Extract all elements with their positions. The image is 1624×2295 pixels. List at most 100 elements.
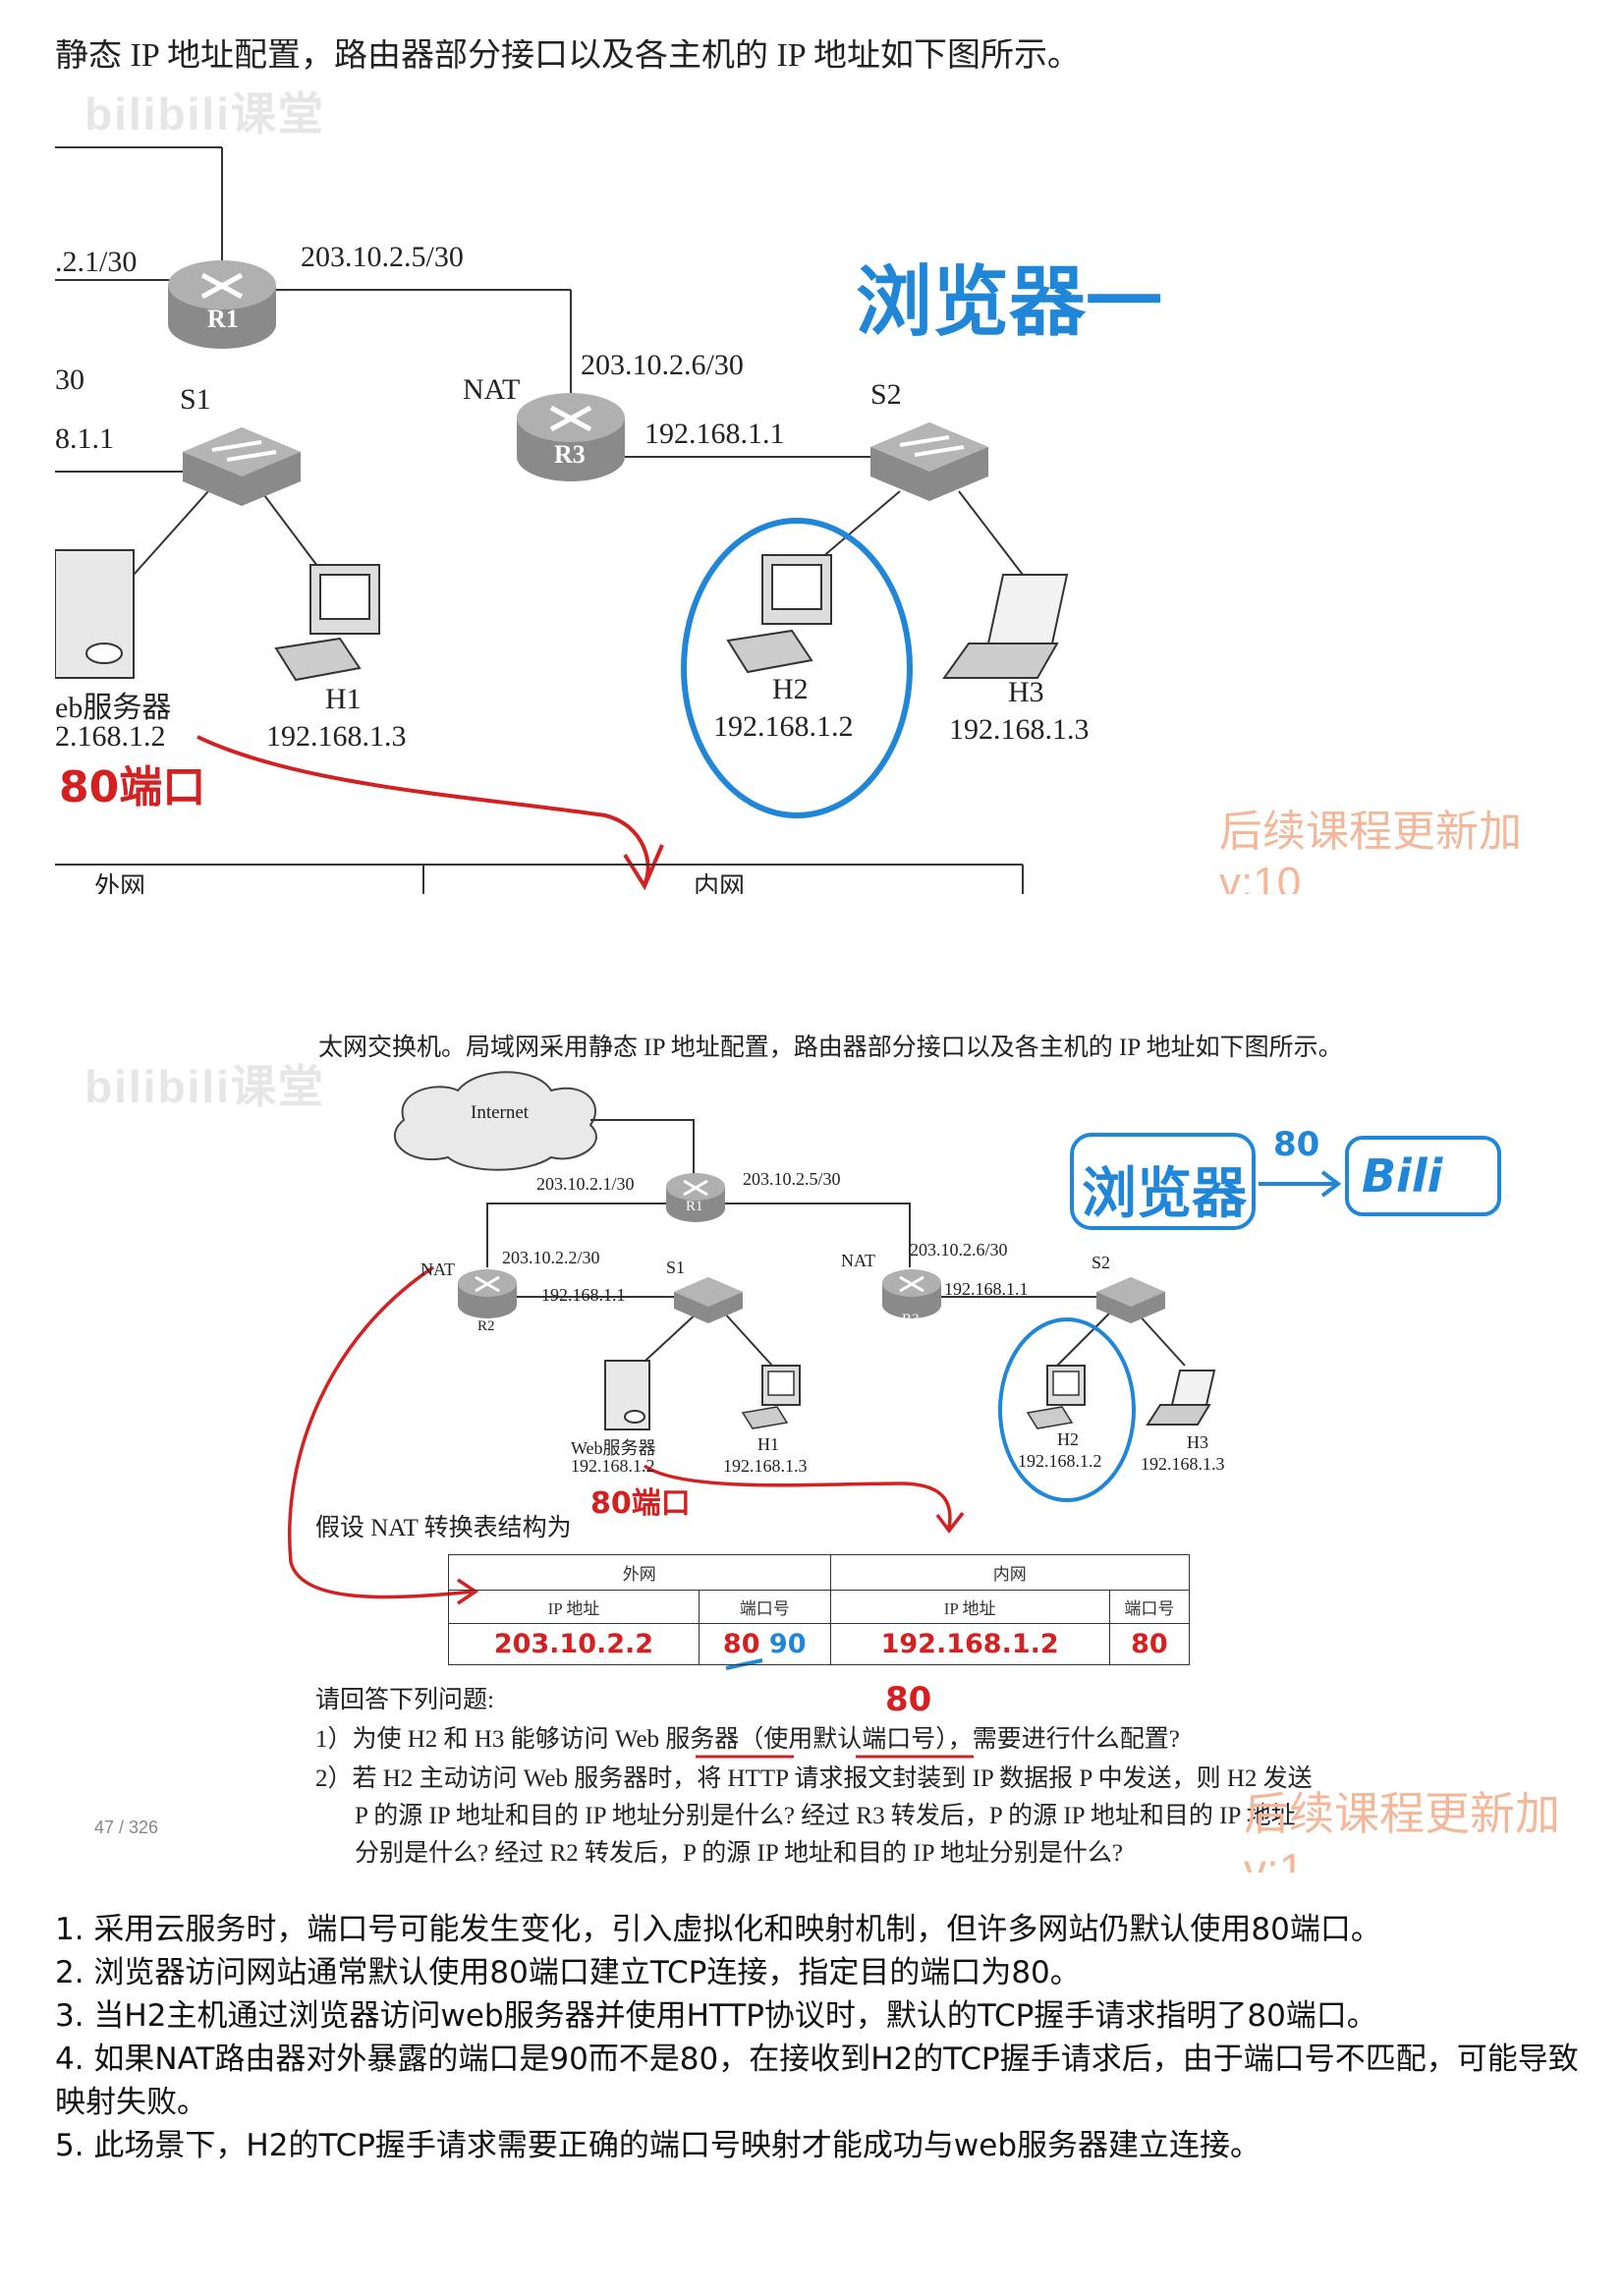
note-item: 3. 当H2主机通过浏览器访问web服务器并使用HTTP协议时，默认的TCP握手… bbox=[55, 1998, 1377, 2034]
page-number: 47 / 326 bbox=[94, 1818, 159, 1837]
r3-up-ip: 203.10.2.6/30 bbox=[581, 349, 744, 381]
note-item: 5. 此场景下，H2的TCP握手请求需要正确的端口号映射才能成功与web服务器建… bbox=[55, 2128, 1261, 2163]
nat-struck-port: 80 bbox=[722, 1629, 760, 1659]
watermark: bilibili课堂 bbox=[84, 88, 325, 140]
nat-inner-ip-header: IP 地址 bbox=[829, 1590, 1110, 1624]
red-arrow bbox=[196, 735, 650, 885]
router-icon-r1 bbox=[168, 260, 276, 349]
note-item: 2. 浏览器访问网站通常默认使用80端口建立TCP连接，指定目的端口为80。 bbox=[55, 1955, 1081, 1990]
router-icon-r3 bbox=[517, 393, 625, 481]
router-icon-r1 bbox=[666, 1173, 725, 1222]
network-diagram bbox=[288, 1071, 1501, 1759]
web-server-label: eb服务器 bbox=[55, 692, 172, 724]
cloud-icon bbox=[393, 1071, 597, 1171]
handwriting-port80: 80端口 bbox=[590, 1486, 691, 1521]
nat-label: NAT bbox=[463, 373, 521, 406]
red-arrow-left bbox=[288, 1265, 474, 1599]
promo-text: 后续课程更新加v:10 bbox=[1219, 808, 1522, 894]
handwriting-browser: 浏览器一 bbox=[856, 258, 1163, 347]
r2-up-ip: 203.10.2.2/30 bbox=[502, 1248, 600, 1267]
nat-inner-header: 内网 bbox=[829, 1554, 1190, 1591]
s1-label: S1 bbox=[666, 1258, 686, 1277]
web-server-ip: 192.168.1.2 bbox=[571, 1456, 655, 1476]
bili-box bbox=[1345, 1136, 1501, 1216]
red-arrow-right bbox=[643, 1464, 952, 1529]
handwriting-browser: 浏览器 bbox=[1082, 1162, 1247, 1226]
s2-label: S2 bbox=[870, 378, 902, 411]
r3-lan-ip: 192.168.1.1 bbox=[644, 418, 785, 450]
top-text: 太网交换机。局域网采用静态 IP 地址配置，路由器部分接口以及各主机的 IP 地… bbox=[318, 1035, 1343, 1061]
browser-box bbox=[1070, 1133, 1256, 1230]
top-text: 静态 IP 地址配置，路由器部分接口以及各主机的 IP 地址如下图所示。 bbox=[55, 39, 1081, 74]
switch-icon-s2 bbox=[1096, 1277, 1165, 1323]
switch-icon-s1 bbox=[183, 427, 301, 506]
question-2-line3: 分别是什么? 经过 R2 转发后，P 的源 IP 地址和目的 IP 地址分别是什… bbox=[355, 1840, 1123, 1867]
nat-inner-port-header: 端口号 bbox=[1108, 1590, 1191, 1624]
handwriting-arrow-port: 80 bbox=[1273, 1125, 1320, 1164]
r1-right-ip: 203.10.2.5/30 bbox=[301, 241, 464, 273]
handwriting-default-port: 80 bbox=[885, 1680, 932, 1719]
s2-label: S2 bbox=[1092, 1253, 1111, 1272]
r1-label: R1 bbox=[207, 305, 239, 333]
server-icon bbox=[604, 1360, 650, 1430]
nat-row-inner-ip: 192.168.1.2 bbox=[829, 1623, 1110, 1665]
r1-left-ip: .2.1/30 bbox=[55, 246, 138, 278]
pc-icon-h1 bbox=[274, 564, 380, 682]
question-1: 1）为使 H2 和 H3 能够访问 Web 服务器（使用默认端口号），需要进行什… bbox=[315, 1726, 1180, 1753]
h3-label: H3 bbox=[1008, 676, 1044, 708]
r1-label: R1 bbox=[686, 1199, 703, 1214]
nat-row-outer-port: 80 90 bbox=[698, 1623, 831, 1665]
question-2-line1: 2）若 H2 主动访问 Web 服务器时，将 HTTP 请求报文封装到 IP 数… bbox=[315, 1765, 1313, 1792]
r2-label: R2 bbox=[477, 1318, 495, 1334]
video-frame-1: 静态 IP 地址配置，路由器部分接口以及各主机的 IP 地址如下图所示。 bil… bbox=[55, 39, 1581, 894]
h1-ip: 192.168.1.3 bbox=[266, 720, 407, 753]
r3-lan-ip: 192.168.1.1 bbox=[944, 1279, 1029, 1299]
h3-ip: 192.168.1.3 bbox=[1141, 1454, 1225, 1474]
circle-annotation-h2 bbox=[998, 1317, 1136, 1502]
nat-left-label: NAT bbox=[420, 1259, 455, 1279]
note-item: 1. 采用云服务时，端口号可能发生变化，引入虚拟化和映射机制，但许多网站仍默认使… bbox=[55, 1912, 1381, 1947]
promo-text: 后续课程更新加v:1 bbox=[1244, 1788, 1560, 1873]
web-server-label: Web服务器 bbox=[571, 1438, 656, 1458]
watermark: bilibili课堂 bbox=[84, 1061, 325, 1112]
table-inner-header: 内网 bbox=[694, 872, 746, 894]
left-ip2: 30 bbox=[55, 364, 84, 396]
switch-icon-s2 bbox=[870, 422, 988, 501]
pc-icon-h2 bbox=[1026, 1365, 1086, 1429]
r2-lan-ip: 192.168.1.1 bbox=[541, 1285, 626, 1305]
s1-label: S1 bbox=[180, 383, 211, 416]
web-server-ip: 2.168.1.2 bbox=[55, 720, 166, 753]
pc-icon-h2 bbox=[726, 554, 832, 674]
r1-left-ip: 203.10.2.1/30 bbox=[536, 1174, 635, 1194]
nat-outer-port-header: 端口号 bbox=[698, 1590, 831, 1624]
h1-label: H1 bbox=[757, 1434, 779, 1454]
r3-up-ip: 203.10.2.6/30 bbox=[910, 1240, 1008, 1259]
router-icon-r2 bbox=[458, 1269, 517, 1318]
switch-icon-s1 bbox=[674, 1277, 743, 1323]
r1-right-ip: 203.10.2.5/30 bbox=[743, 1169, 841, 1189]
nat-outer-ip-header: IP 地址 bbox=[448, 1590, 700, 1624]
handwriting-bili: Bili bbox=[1362, 1149, 1443, 1203]
left-ip3: 8.1.1 bbox=[55, 422, 114, 455]
summary-notes: 1. 采用云服务时，端口号可能发生变化，引入虚拟化和映射机制，但许多网站仍默认使… bbox=[55, 1908, 1588, 2167]
h2-label: H2 bbox=[772, 673, 809, 705]
nat-new-port: 90 bbox=[768, 1629, 807, 1659]
laptop-icon-h3 bbox=[1146, 1370, 1216, 1426]
nat-table: 外网 内网 IP 地址 端口号 IP 地址 端口号 203.10.2.2 80 … bbox=[448, 1554, 1191, 1665]
questions-title: 请回答下列问题: bbox=[315, 1687, 494, 1713]
handwriting-port80: 80端口 bbox=[59, 762, 206, 812]
nat-intro: 假设 NAT 转换表结构为 bbox=[315, 1515, 572, 1541]
server-icon bbox=[55, 549, 135, 679]
pc-icon-h1 bbox=[741, 1365, 801, 1429]
h1-ip: 192.168.1.3 bbox=[723, 1456, 808, 1476]
question-2-line2: P 的源 IP 地址和目的 IP 地址分别是什么? 经过 R3 转发后，P 的源… bbox=[355, 1803, 1296, 1829]
laptop-icon-h3 bbox=[942, 574, 1069, 679]
nat-row-outer-ip: 203.10.2.2 bbox=[448, 1623, 700, 1665]
h1-label: H1 bbox=[325, 683, 362, 715]
r3-label: R3 bbox=[902, 1312, 920, 1327]
nat-row-inner-port: 80 bbox=[1108, 1623, 1191, 1665]
internet-label: Internet bbox=[471, 1102, 530, 1123]
table-outer-header: 外网 bbox=[94, 872, 146, 894]
h2-ip: 192.168.1.2 bbox=[1018, 1451, 1102, 1471]
nat-outer-header: 外网 bbox=[448, 1554, 831, 1591]
